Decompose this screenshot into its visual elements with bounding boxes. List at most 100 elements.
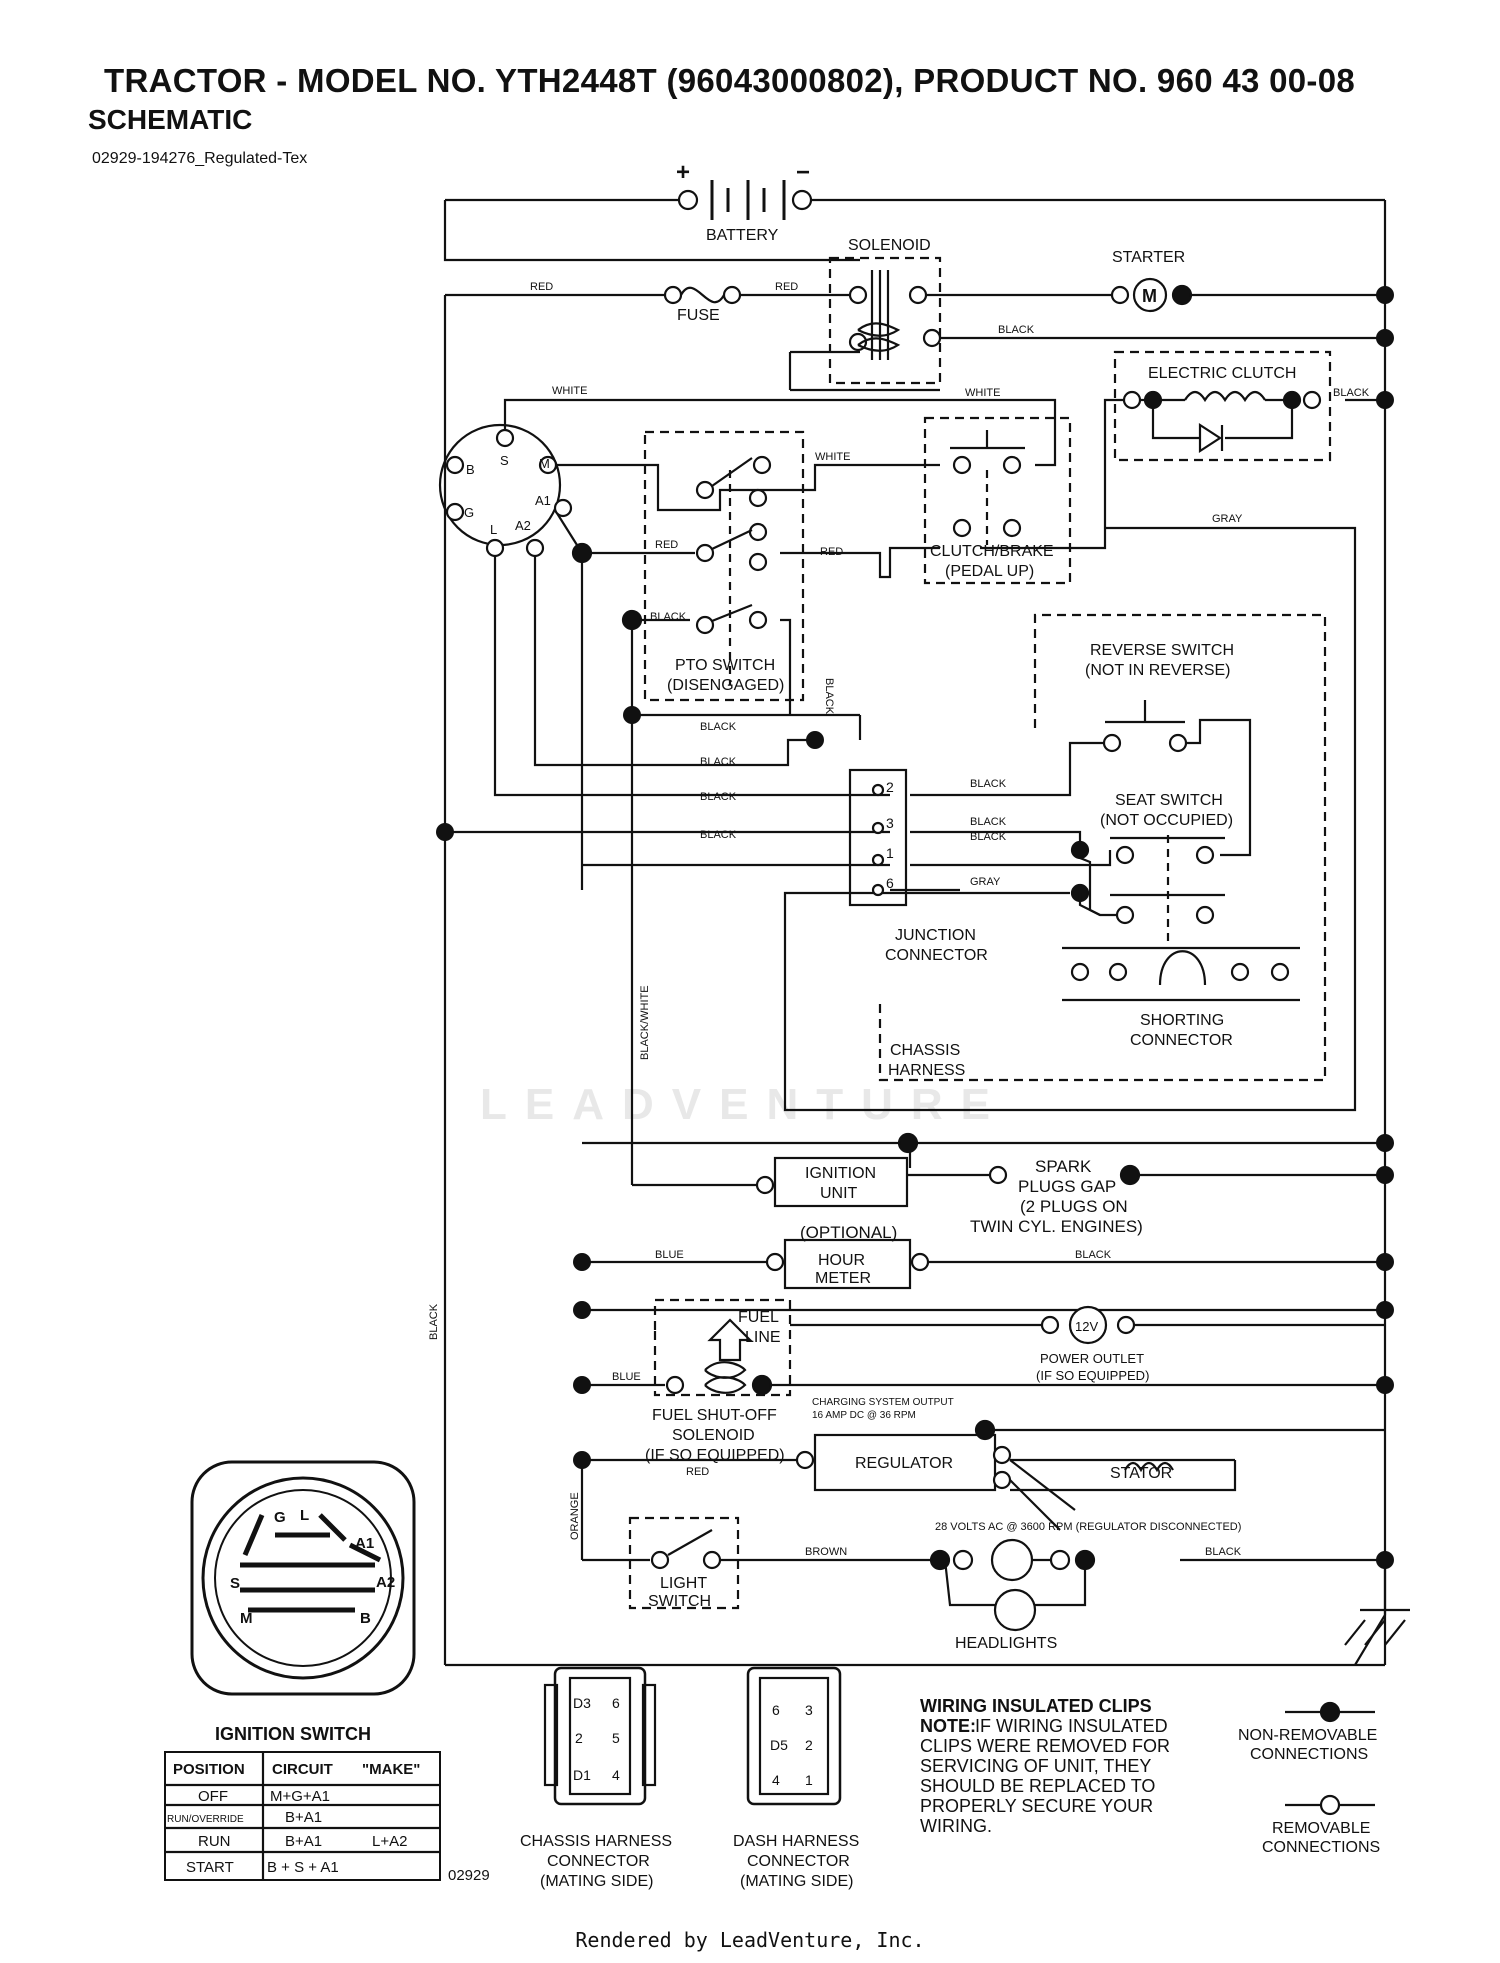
dash-harness-connector: 6 3 D5 2 4 1 DASH HARNESS CONNECTOR (MAT… xyxy=(733,1666,859,1890)
legend-non-removable-2: CONNECTIONS xyxy=(1250,1746,1368,1763)
wire-white-1: WHITE xyxy=(552,385,587,397)
optional-label: (OPTIONAL) xyxy=(800,1223,897,1242)
clips-note-line-5: PROPERLY SECURE YOUR xyxy=(920,1796,1153,1816)
ign-diagram-m: M xyxy=(240,1610,253,1627)
clutch-brake-switch: CLUTCH/BRAKE (PEDAL UP) xyxy=(923,416,1072,585)
chassis-pin-6: 6 xyxy=(612,1695,620,1711)
wire-black-4: BLACK xyxy=(700,721,737,733)
table-row-position: START xyxy=(186,1859,234,1876)
dash-pin-6: 6 xyxy=(772,1702,780,1718)
fuel-shutoff-label: FUEL SHUT-OFF xyxy=(652,1407,777,1424)
charging-output-label-2: 16 AMP DC @ 36 RPM xyxy=(812,1410,916,1421)
ign-terminal-s: S xyxy=(500,453,509,468)
pto-switch: PTO SWITCH (DISENGAGED) xyxy=(571,430,805,702)
legend-non-removable: NON-REMOVABLE xyxy=(1238,1727,1377,1744)
clips-note-label: NOTE: xyxy=(920,1716,976,1736)
wire-white-2: WHITE xyxy=(965,387,1000,399)
starter: M STARTER xyxy=(1110,249,1193,313)
table-row-circuit: M+G+A1 xyxy=(270,1788,330,1805)
ignition-table: POSITION CIRCUIT "MAKE" OFF M+G+A1 RUN/O… xyxy=(164,1751,490,1884)
battery-plus-label: + xyxy=(676,159,690,186)
junction-pin-6: 6 xyxy=(886,875,894,891)
connection-legend: NON-REMOVABLE CONNECTIONS REMOVABLE CONN… xyxy=(1238,1701,1380,1856)
junction-pin-2: 2 xyxy=(886,779,894,795)
reverse-switch-state: (NOT IN REVERSE) xyxy=(1085,662,1231,679)
fuel-shutoff-label-2: SOLENOID xyxy=(672,1427,755,1444)
battery: + − BATTERY xyxy=(676,159,813,244)
wire-black-2: BLACK xyxy=(1333,387,1370,399)
dash-pin-4: 4 xyxy=(772,1772,780,1788)
wire-black-12: BLACK xyxy=(1205,1546,1242,1558)
electric-clutch: ELECTRIC CLUTCH xyxy=(1113,350,1332,462)
chassis-connector-label-2: CONNECTOR xyxy=(547,1853,650,1870)
regulator: REGULATOR CHARGING SYSTEM OUTPUT 16 AMP … xyxy=(795,1397,1241,1533)
chassis-harness-label-2: HARNESS xyxy=(888,1062,965,1079)
wire-black-3: BLACK xyxy=(650,611,687,623)
ign-terminal-a2: A2 xyxy=(515,518,531,533)
chassis-harness-label: CHASSIS xyxy=(890,1042,960,1059)
junction-pin-1: 1 xyxy=(886,845,894,861)
wire-gray-2: GRAY xyxy=(970,876,1001,888)
seat-switch-state: (NOT OCCUPIED) xyxy=(1100,812,1233,829)
dash-connector-label: DASH HARNESS xyxy=(733,1833,859,1850)
chassis-pin-d1: D1 xyxy=(573,1767,591,1783)
hour-meter-label-2: METER xyxy=(815,1270,871,1287)
wire-white-3: WHITE xyxy=(815,451,850,463)
fuel-line-label: FUEL xyxy=(738,1309,779,1326)
hour-meter: (OPTIONAL) HOUR METER xyxy=(765,1223,930,1290)
battery-label: BATTERY xyxy=(706,227,779,244)
junction-connector-label-2: CONNECTOR xyxy=(885,947,988,964)
wire-red-5: RED xyxy=(686,1466,709,1478)
watermark: LEADVENTURE xyxy=(480,1080,1009,1129)
legend-removable-2: CONNECTIONS xyxy=(1262,1839,1380,1856)
fuse-label: FUSE xyxy=(677,307,720,324)
wire-black-7: BLACK xyxy=(700,829,737,841)
ign-diagram-l: L xyxy=(300,1507,309,1524)
dash-pin-1: 1 xyxy=(805,1772,813,1788)
wire-black-9: BLACK xyxy=(970,816,1007,828)
spark-plugs-label-3: (2 PLUGS ON xyxy=(1020,1197,1128,1216)
wire-black-5: BLACK xyxy=(700,756,737,768)
ign-terminal-a1: A1 xyxy=(535,493,551,508)
wire-black-13: BLACK xyxy=(428,1303,440,1340)
wire-black-14: BLACK xyxy=(823,678,835,715)
diagram-subtitle: SCHEMATIC xyxy=(88,104,253,135)
reverse-switch-label: REVERSE SWITCH xyxy=(1090,642,1234,659)
ign-diagram-b: B xyxy=(360,1610,371,1627)
shorting-connector-label-2: CONNECTOR xyxy=(1130,1032,1233,1049)
chassis-pin-d3: D3 xyxy=(573,1695,591,1711)
clips-note-title: WIRING INSULATED CLIPS xyxy=(920,1696,1152,1716)
ignition-unit-label-2: UNIT xyxy=(820,1185,858,1202)
dash-pin-2: 2 xyxy=(805,1737,813,1753)
clips-note-line-2: CLIPS WERE REMOVED FOR xyxy=(920,1736,1170,1756)
fuel-line-label-2: LINE xyxy=(745,1329,781,1346)
wire-black-10: BLACK xyxy=(970,831,1007,843)
ign-terminal-l: L xyxy=(490,522,497,537)
shorting-connector-label: SHORTING xyxy=(1140,1012,1224,1029)
chassis-pin-2: 2 xyxy=(575,1730,583,1746)
table-header-circuit: CIRCUIT xyxy=(272,1761,333,1778)
chassis-connector-label: CHASSIS HARNESS xyxy=(520,1833,672,1850)
main-wires xyxy=(443,198,1410,1667)
pto-switch-state: (DISENGAGED) xyxy=(667,677,784,694)
wire-black-8: BLACK xyxy=(970,778,1007,790)
dash-pin-3: 3 xyxy=(805,1702,813,1718)
starter-label: STARTER xyxy=(1112,249,1185,266)
table-header-make: "MAKE" xyxy=(362,1761,420,1778)
headlights: HEADLIGHTS xyxy=(929,1538,1096,1652)
junction-dots xyxy=(436,286,1394,1569)
wire-gray-1: GRAY xyxy=(1212,513,1243,525)
table-row-circuit: B+A1 xyxy=(285,1809,322,1826)
pto-switch-label: PTO SWITCH xyxy=(675,657,775,674)
wire-black-11: BLACK xyxy=(1075,1249,1112,1261)
wire-red-1: RED xyxy=(530,281,553,293)
wire-red-2: RED xyxy=(775,281,798,293)
dash-connector-label-3: (MATING SIDE) xyxy=(740,1873,853,1890)
solenoid: SOLENOID xyxy=(828,237,942,385)
wire-blue-2: BLUE xyxy=(612,1371,641,1383)
electric-clutch-label: ELECTRIC CLUTCH xyxy=(1148,365,1296,382)
wire-red-4: RED xyxy=(820,546,843,558)
non-removable-dot xyxy=(1319,1701,1341,1723)
legend-removable: REMOVABLE xyxy=(1272,1820,1370,1837)
clutch-brake-label: CLUTCH/BRAKE xyxy=(930,543,1054,560)
